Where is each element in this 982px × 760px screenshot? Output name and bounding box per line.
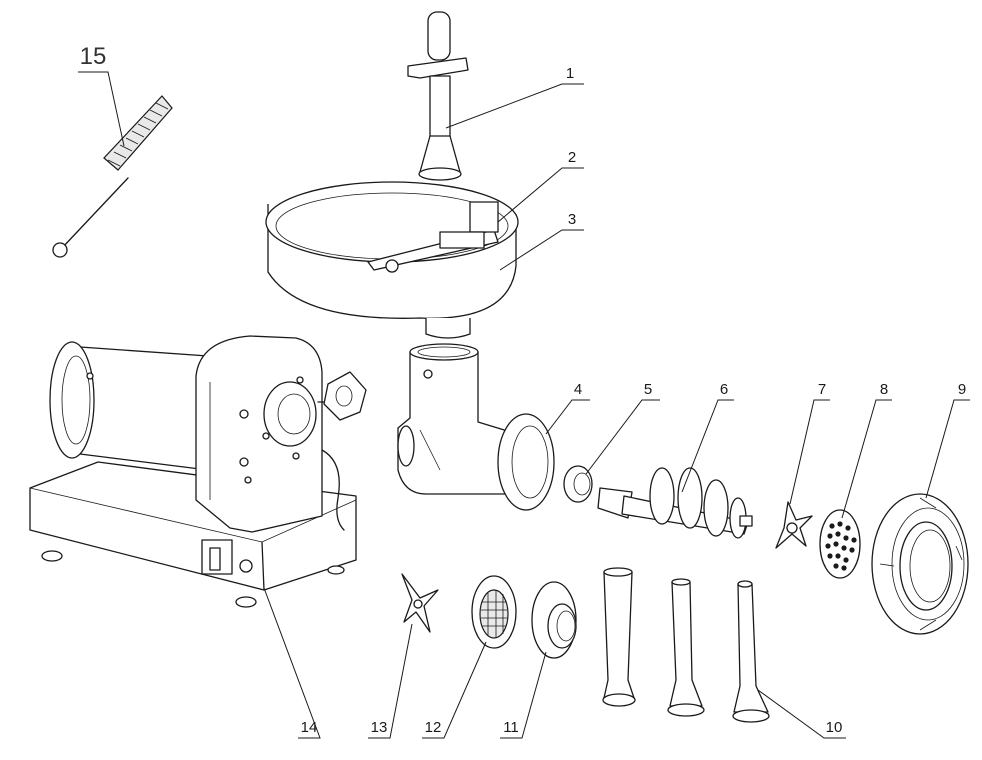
grinder-head-icon: [397, 343, 555, 511]
part-number-9: 9: [958, 381, 966, 398]
auger-icon: [597, 467, 753, 539]
ring-nut-icon: [871, 493, 969, 635]
motor-base-icon: [29, 335, 367, 608]
part-number-2: 2: [568, 149, 576, 166]
part-number-13: 13: [371, 719, 388, 736]
small-blade-icon: [401, 573, 439, 633]
part-number-6: 6: [720, 381, 728, 398]
part-number-10: 10: [826, 719, 843, 736]
part-number-12: 12: [425, 719, 442, 736]
latch-icon: [367, 201, 499, 273]
part-number-8: 8: [880, 381, 888, 398]
part-number-14: 14: [301, 719, 318, 736]
part-labels: 1 2 3 4 5 6 7 8 9 10 11 12 13 14 15: [80, 43, 967, 736]
pusher-icon: [407, 11, 469, 181]
part-number-15: 15: [80, 43, 107, 70]
part-number-4: 4: [574, 381, 582, 398]
part-number-5: 5: [644, 381, 652, 398]
cutting-blade-icon: [775, 501, 813, 549]
part-number-3: 3: [568, 211, 576, 228]
leader-lines: [78, 71, 970, 739]
fine-plate-icon: [471, 575, 517, 649]
sausage-tube-icon: [602, 567, 770, 723]
kubbe-attachment-icon: [531, 581, 577, 659]
part-number-11: 11: [503, 719, 519, 736]
bushing-icon: [563, 465, 593, 503]
grinding-plate-icon: [819, 509, 861, 579]
part-number-7: 7: [818, 381, 826, 398]
cleaning-brush-icon: [52, 95, 173, 258]
part-number-1: 1: [566, 65, 574, 82]
